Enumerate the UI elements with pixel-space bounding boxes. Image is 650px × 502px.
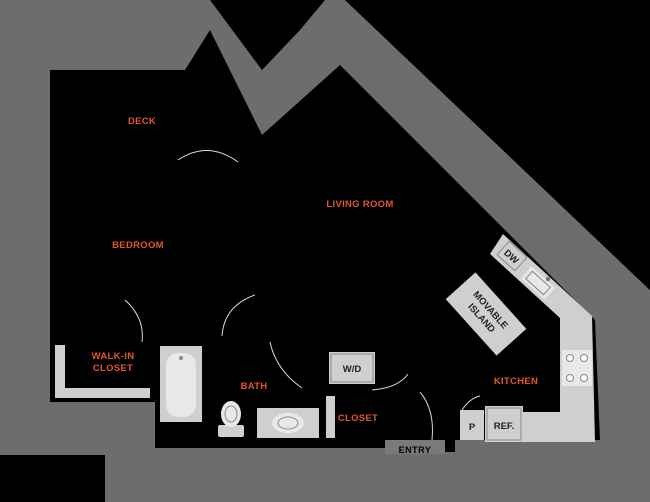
refrigerator bbox=[485, 406, 523, 442]
door-arc-walk-in bbox=[124, 299, 143, 343]
room-label-walk-in-line2: CLOSET bbox=[93, 363, 133, 374]
vanity-sink bbox=[257, 408, 319, 438]
pantry bbox=[460, 410, 484, 440]
pantry-label: P bbox=[469, 422, 476, 433]
room-label-closet: CLOSET bbox=[338, 413, 378, 424]
faucet bbox=[545, 276, 551, 282]
door-arc-bath-lower bbox=[269, 341, 303, 389]
cooktop bbox=[562, 350, 592, 386]
room-label-bath: BATH bbox=[241, 381, 268, 392]
room-label-kitchen: KITCHEN bbox=[494, 376, 538, 387]
refrigerator-label: REF. bbox=[494, 421, 515, 432]
kitchen-sink bbox=[520, 266, 556, 300]
room-label-deck: DECK bbox=[128, 116, 156, 127]
kitchen-counter bbox=[485, 234, 595, 442]
washer-dryer-label: W/D bbox=[343, 364, 362, 375]
door-arc-deck bbox=[177, 150, 239, 163]
door-arc-pantry bbox=[461, 395, 481, 411]
toilet bbox=[218, 401, 244, 437]
dishwasher bbox=[496, 240, 528, 272]
room-label-living-room: LIVING ROOM bbox=[326, 199, 393, 210]
door-arc-bath bbox=[221, 294, 256, 337]
exterior-void-top-right bbox=[345, 0, 650, 290]
door-arc-closet bbox=[371, 373, 409, 391]
room-label-bedroom: BEDROOM bbox=[112, 240, 164, 251]
bathtub bbox=[160, 346, 202, 422]
door-swings bbox=[124, 150, 481, 441]
entry-threshold bbox=[385, 440, 445, 454]
walk-in-closet-shelf bbox=[55, 345, 150, 398]
entry-label: ENTRY bbox=[399, 445, 432, 455]
room-label-walk-in-line1: WALK-IN bbox=[92, 351, 135, 362]
closet-shelf bbox=[326, 396, 335, 438]
door-arc-entry bbox=[419, 391, 433, 441]
movable-island bbox=[445, 272, 527, 356]
exterior-void-bottom-left bbox=[0, 455, 105, 502]
washer-dryer bbox=[329, 352, 375, 384]
